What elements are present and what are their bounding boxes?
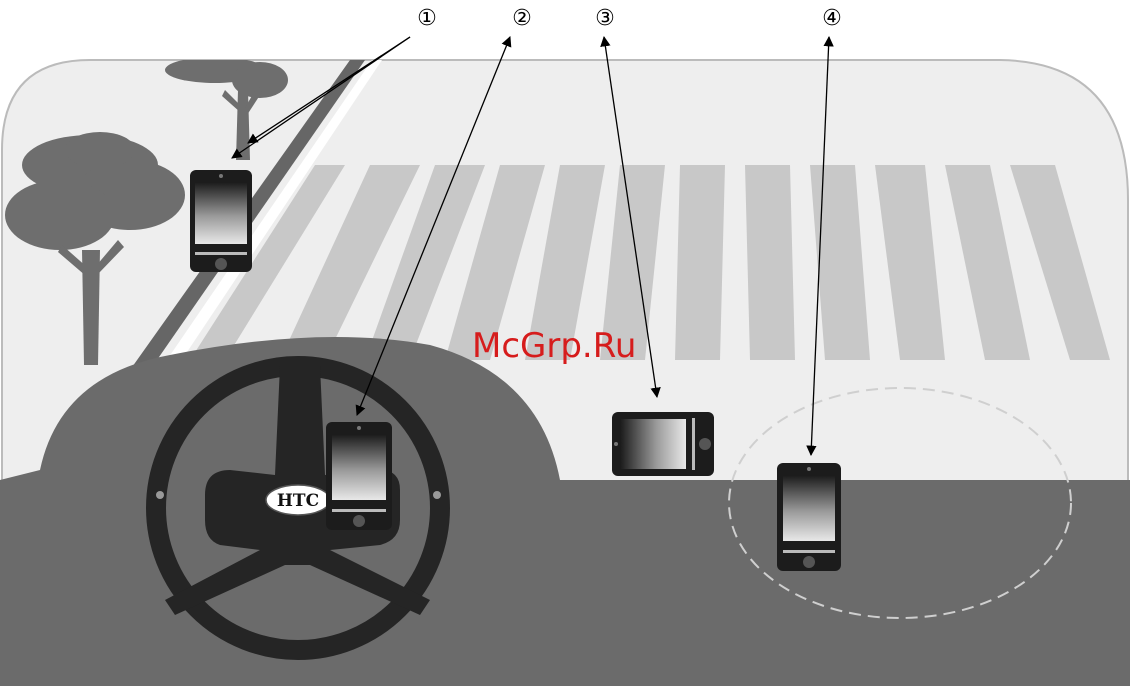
device-passenger-area — [777, 463, 841, 571]
callout-1-label: ① — [417, 6, 437, 31]
callout-3-label: ③ — [595, 6, 615, 31]
callout-4-label: ④ — [822, 6, 842, 31]
watermark-text: McGrp.Ru — [472, 326, 636, 366]
callout-2-label: ② — [512, 6, 532, 31]
device-windshield — [190, 170, 252, 272]
htc-logo: HTC — [277, 491, 319, 511]
device-dashboard-center — [326, 422, 392, 530]
device-landscape — [612, 412, 714, 476]
